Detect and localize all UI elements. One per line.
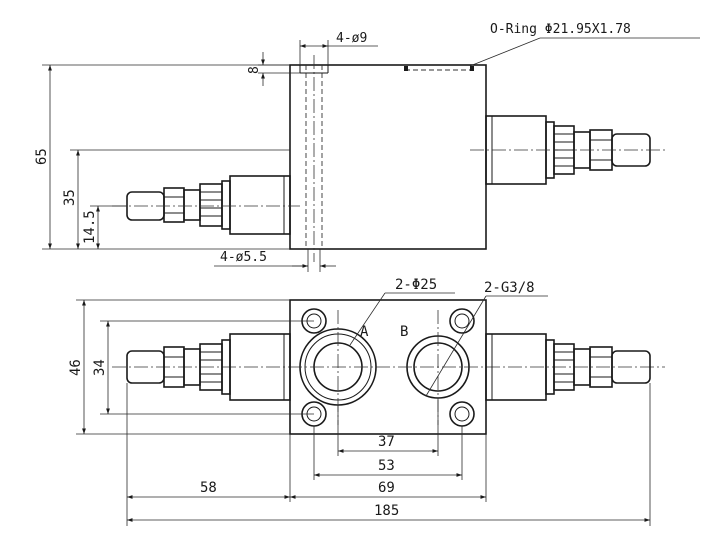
dim-46: 46	[68, 359, 84, 376]
dim-37: 37	[378, 434, 395, 450]
dim-34: 34	[92, 359, 108, 376]
side-view: 4-ø9 8 O-Ring Φ21.95X1.78 65 35 14.5 4-ø…	[34, 22, 700, 272]
port-b-label: B	[400, 324, 408, 340]
dim-58: 58	[200, 480, 217, 496]
dim-65: 65	[34, 148, 50, 165]
mounting-hole-br	[449, 401, 475, 427]
plan-view: A B 2-Φ25 2-G3/8	[68, 277, 665, 526]
holes-top-label: 4-ø9	[336, 31, 367, 46]
dim-35: 35	[62, 189, 78, 206]
ports-dia-label: 2-Φ25	[395, 277, 437, 293]
left-cartridge-side	[126, 175, 291, 235]
dim-69: 69	[378, 480, 395, 496]
side-view-block	[289, 64, 487, 250]
dim-14-5: 14.5	[82, 210, 98, 244]
ports-thread-label: 2-G3/8	[484, 280, 535, 296]
port-a-label: A	[360, 324, 369, 340]
dim-185: 185	[374, 503, 399, 519]
holes-bottom-label: 4-ø5.5	[220, 250, 267, 265]
dim-53: 53	[378, 458, 395, 474]
mounting-hole-tr	[449, 308, 475, 334]
dim-8: 8	[247, 66, 262, 74]
right-cartridge-plan	[485, 333, 651, 401]
left-cartridge-plan	[126, 333, 291, 401]
oring-label: O-Ring Φ21.95X1.78	[490, 22, 631, 37]
